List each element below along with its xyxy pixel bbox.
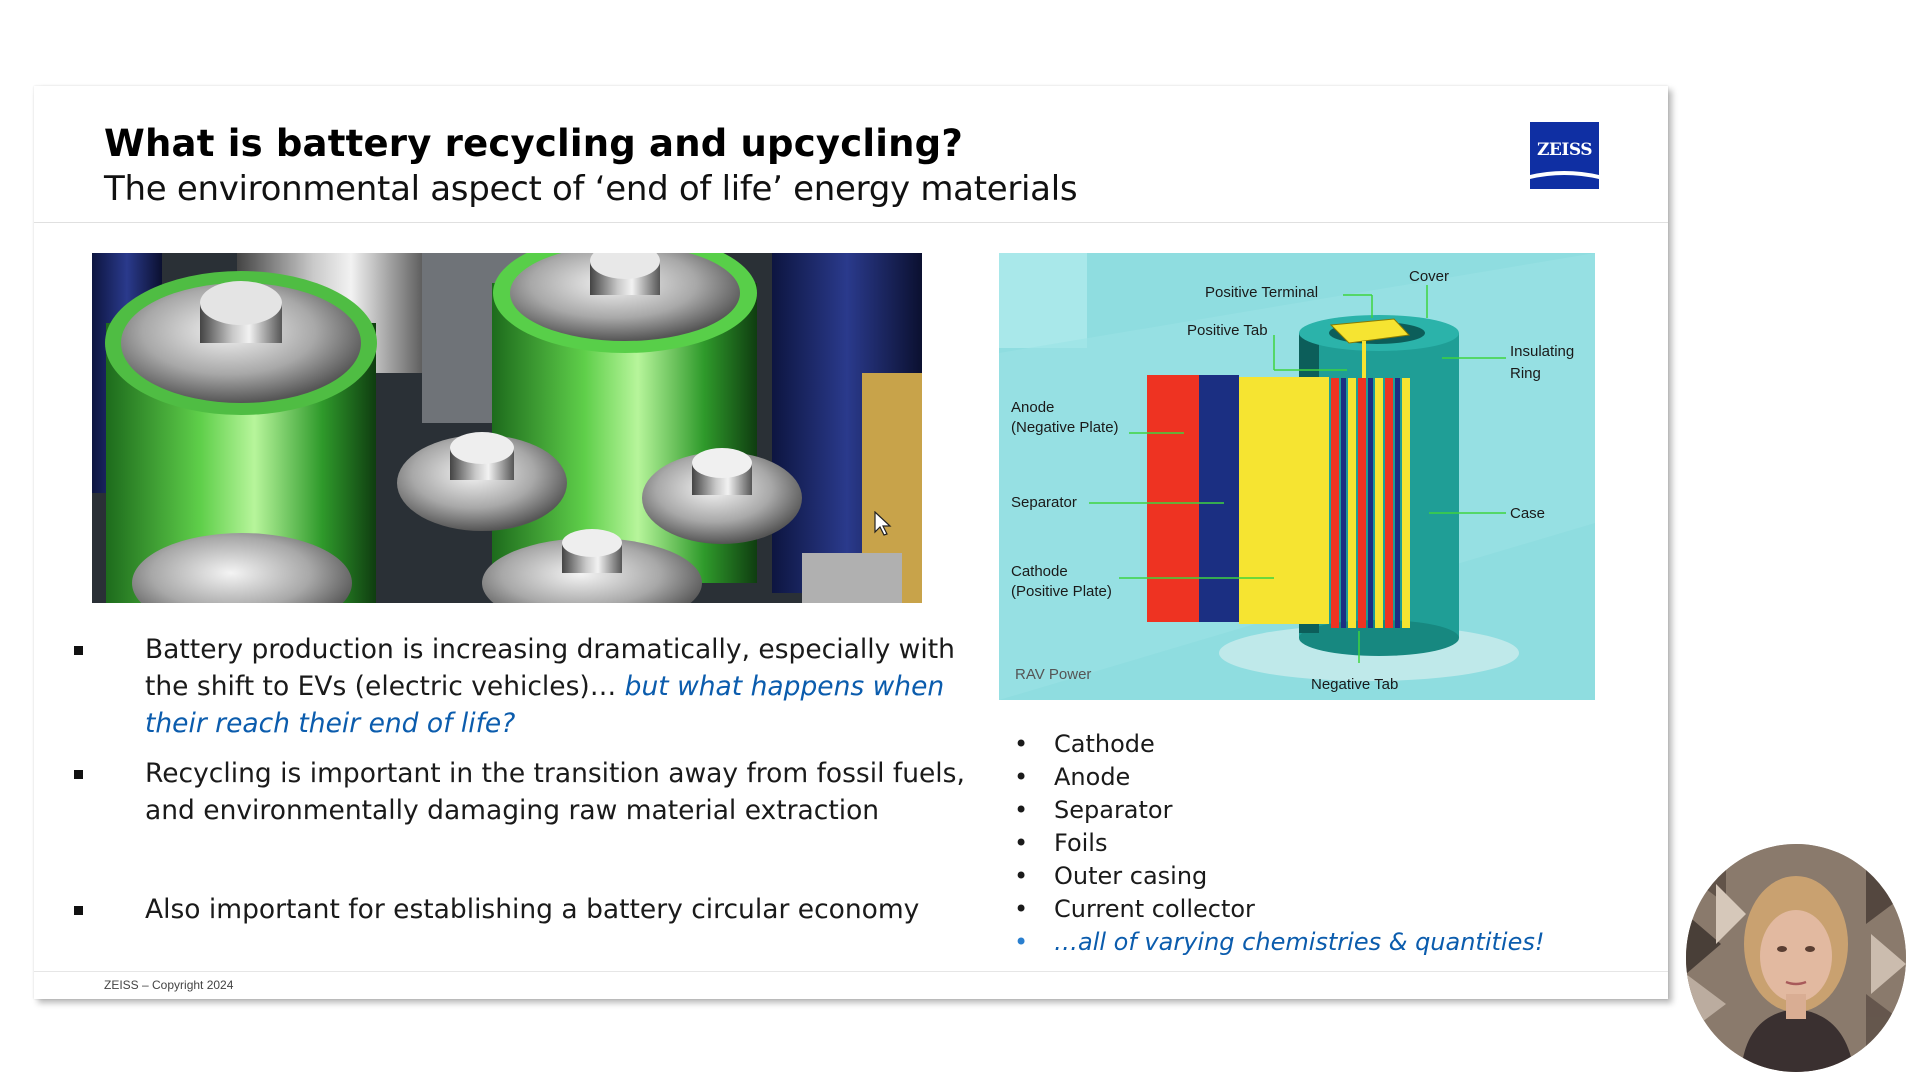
label-positive-terminal: Positive Terminal [1205, 284, 1318, 301]
label-cover: Cover [1409, 268, 1449, 285]
presenter-webcam [1686, 844, 1906, 1072]
bullet-square-icon [74, 906, 83, 915]
label-anode-1: Anode [1011, 399, 1054, 416]
rolled-electrode-layers [1331, 378, 1410, 628]
label-cathode-1: Cathode [1011, 563, 1068, 580]
label-insulating-ring-1: Insulating [1510, 343, 1574, 360]
diagram-credit: RAV Power [1015, 666, 1091, 683]
logo-bottom-curve [1530, 171, 1599, 189]
zeiss-logo: ZEISS [1530, 122, 1599, 189]
presentation-slide: What is battery recycling and upcycling?… [34, 86, 1668, 999]
bullet-text: Battery production is increasing dramati… [145, 634, 955, 739]
bullet-dot-icon: • [1014, 862, 1029, 890]
label-insulating-ring-2: Ring [1510, 365, 1541, 382]
bullet-text: Recycling is important in the transition… [145, 758, 965, 826]
bullet-dot-icon: • [1014, 730, 1029, 758]
mouse-cursor-icon [874, 511, 892, 536]
slide-title: What is battery recycling and upcycling? [104, 122, 963, 165]
bullet-text: Also important for establishing a batter… [145, 894, 920, 925]
battery-cell-diagram: Cover Positive Terminal Positive Tab Ins… [999, 253, 1595, 700]
bullet-dot-icon: • [1014, 928, 1029, 956]
header-divider [34, 222, 1668, 223]
label-anode-2: (Negative Plate) [1011, 419, 1119, 436]
bullet-dot-icon: • [1014, 796, 1029, 824]
bullet-highlight: but what happens when their reach their … [145, 671, 945, 739]
bullet-dot-icon: • [1014, 763, 1029, 791]
slide-subtitle: The environmental aspect of ‘end of life… [104, 169, 1078, 209]
batteries-photo [92, 253, 922, 603]
bullet-dot-icon: • [1014, 895, 1029, 923]
copyright-text: ZEISS – Copyright 2024 [104, 978, 234, 992]
label-positive-tab: Positive Tab [1187, 322, 1268, 339]
bullet-square-icon [74, 770, 83, 779]
logo-wordmark: ZEISS [1537, 140, 1593, 160]
footer-divider [34, 971, 1668, 972]
bullet-square-icon [74, 646, 83, 655]
label-negative-tab: Negative Tab [1311, 676, 1398, 693]
label-case: Case [1510, 505, 1545, 522]
label-separator: Separator [1011, 494, 1077, 511]
label-cathode-2: (Positive Plate) [1011, 583, 1112, 600]
bullet-dot-icon: • [1014, 829, 1029, 857]
